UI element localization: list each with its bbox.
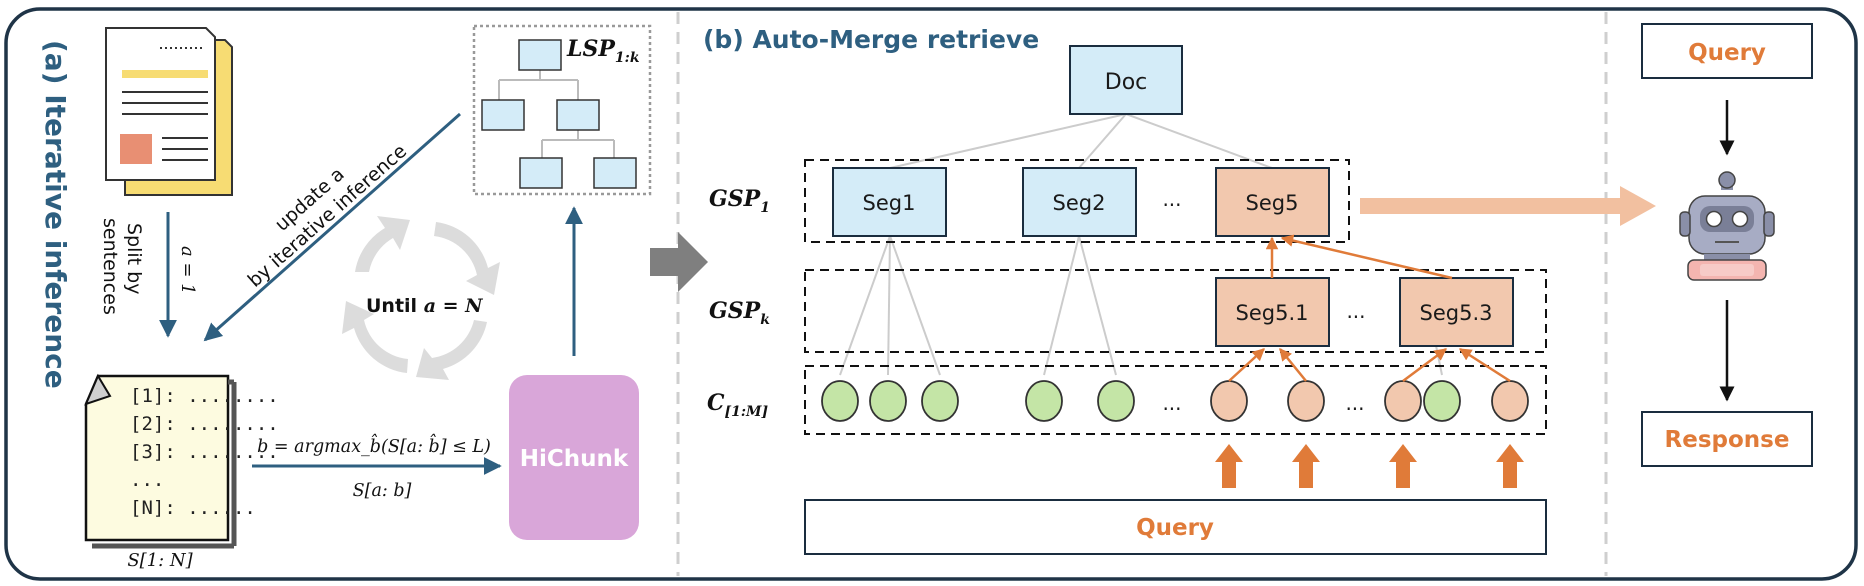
- chunk-node: [1025, 380, 1063, 422]
- doc-node: [1069, 45, 1183, 115]
- chunk-node: [1287, 380, 1325, 422]
- merge-arrow: [1280, 234, 1453, 280]
- response-label: Response: [1665, 427, 1790, 453]
- sentence-lines: [1]: ........ [2]: ........ [3]: .......…: [130, 385, 279, 519]
- sentence-line: [N]: ......: [130, 497, 256, 519]
- chunk-row: [804, 365, 1547, 435]
- seg1-label: Seg1: [863, 191, 916, 215]
- response-box: [1641, 411, 1813, 467]
- panel-c-query-label: Query: [1688, 40, 1766, 66]
- robot-icon: [1679, 171, 1775, 281]
- sentence-line: [2]: ........: [130, 413, 279, 435]
- chunk-node: [1384, 380, 1422, 422]
- transition-arrow-icon: [650, 232, 708, 292]
- seg5-label: Seg5: [1246, 191, 1299, 215]
- gsp1-label: GSP1: [709, 186, 770, 216]
- panel-b-title: (b) Auto-Merge retrieve: [703, 25, 1039, 54]
- sentence-line: [3]: ........: [130, 441, 279, 463]
- query-up-arrows: [1215, 444, 1524, 488]
- chunk-node: [1491, 380, 1529, 422]
- seg1-node: [832, 167, 947, 237]
- chunk-ellipsis-1: ...: [1162, 391, 1181, 415]
- seg-ellipsis: ...: [1162, 187, 1181, 211]
- query-bar: [804, 499, 1547, 555]
- lsp-tree-box: [472, 24, 652, 196]
- lsp-tree-icon: [481, 39, 637, 189]
- doc-label: Doc: [1105, 70, 1148, 95]
- chunk-circles: [821, 380, 1529, 422]
- chunk-node: [1097, 380, 1135, 422]
- chunk-ellipsis-2: ...: [1345, 391, 1364, 415]
- query-bar-label: Query: [1136, 515, 1214, 541]
- seg-k-ellipsis: ...: [1346, 299, 1365, 323]
- seg5-3-node: [1399, 277, 1514, 347]
- cycle-icon: [342, 216, 500, 380]
- sentence-line: [1]: ........: [130, 385, 279, 407]
- gspk-label: GSPk: [709, 298, 770, 328]
- seg2-label: Seg2: [1053, 191, 1106, 215]
- lsp-label: LSP1:k: [566, 36, 640, 66]
- document-stack-icon: [105, 27, 233, 196]
- hichunk-box: [509, 375, 639, 540]
- chunk-node: [1210, 380, 1248, 422]
- seg5-1-node: [1215, 277, 1330, 347]
- chunk-node: [1423, 380, 1461, 422]
- seg2-node: [1022, 167, 1137, 237]
- panel-a-title: (a) Iterative inference: [39, 40, 72, 389]
- result-arrow-icon: [1360, 186, 1656, 226]
- update-arrow: [203, 112, 461, 342]
- formula-text: b = argmax_b̂(S[a: b̂] ≤ L): [257, 435, 491, 457]
- sentence-document: [84, 373, 237, 549]
- chunk-node: [821, 380, 859, 422]
- until-label: Until a = N: [366, 295, 483, 317]
- chunk-node: [921, 380, 959, 422]
- outer-frame: [4, 7, 1858, 581]
- split-label-2: sentences: [99, 218, 121, 315]
- chunk-merge-arrows: [1228, 347, 1511, 383]
- formula-sub-text: S[a: b]: [353, 481, 412, 501]
- gspk-row: [804, 269, 1547, 353]
- chunk-node: [869, 380, 907, 422]
- c-label: C[1:M]: [707, 390, 769, 420]
- seg5-1-label: Seg5.1: [1236, 301, 1309, 325]
- gsp1-row: [804, 159, 1350, 243]
- a-init-label: a = 1: [177, 246, 198, 295]
- sentence-line: ...: [130, 469, 164, 491]
- panel-c-query-box: [1641, 23, 1813, 79]
- seg5-3-label: Seg5.3: [1420, 301, 1493, 325]
- doc-caption: S[1: N]: [127, 550, 193, 571]
- split-label-1: Split by: [123, 223, 145, 294]
- hichunk-label: HiChunk: [520, 446, 629, 472]
- seg5-node: [1215, 167, 1330, 237]
